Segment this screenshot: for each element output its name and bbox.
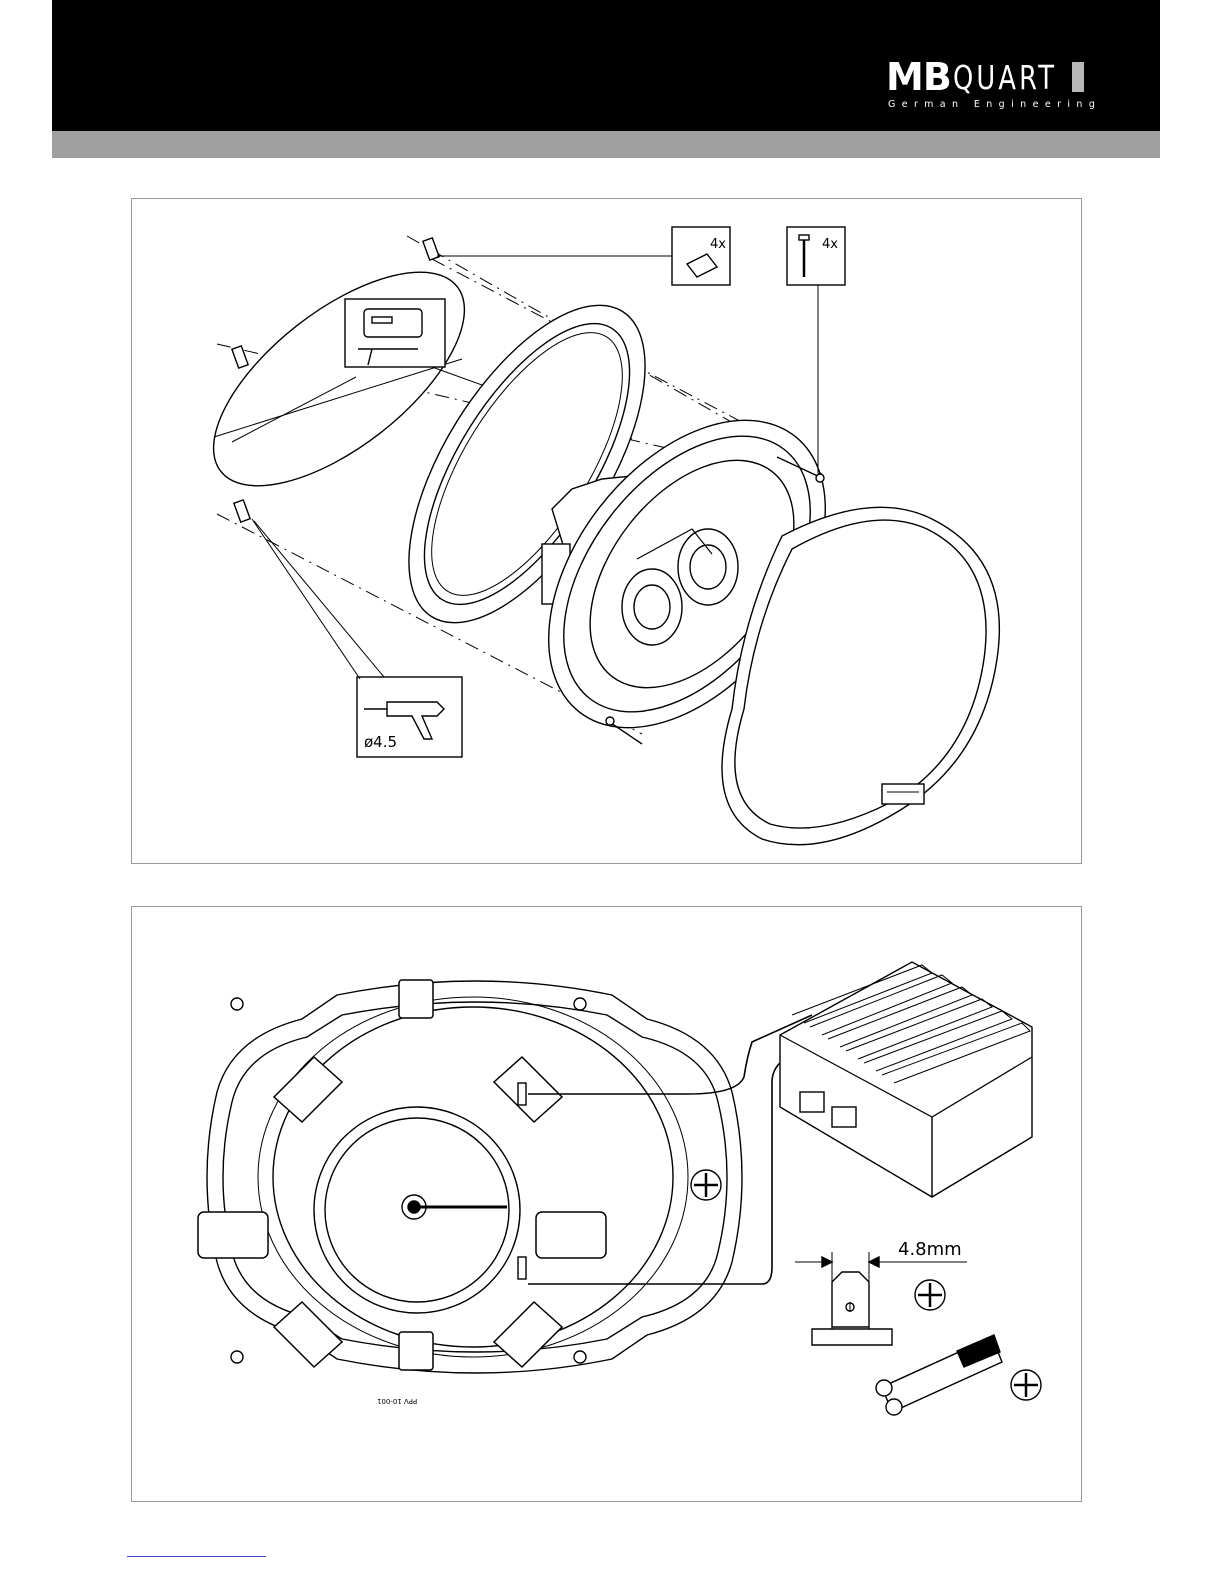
drill-diameter: ø4.5 [364, 735, 397, 750]
installation-diagram-panel: 4x 4x ø4.5 [131, 198, 1082, 864]
header-stripe [52, 131, 1160, 158]
brand-logo: MB QUART German Engineering [886, 57, 1091, 117]
installation-diagram [132, 199, 1081, 863]
clip-inset [437, 227, 730, 285]
logo-quart: QUART [953, 59, 1057, 97]
model-code: PPV 10-001 [377, 1397, 417, 1404]
logo-mb: MB [886, 57, 951, 97]
footer-link-underline [127, 1556, 266, 1557]
wiring-diagram [132, 907, 1081, 1501]
logo-tagline: German Engineering [888, 99, 1101, 110]
clip-quantity: 4x [710, 238, 726, 251]
amplifier [780, 962, 1032, 1197]
terminal-width-label: 4.8mm [898, 1241, 962, 1259]
screw-quantity: 4x [822, 238, 838, 251]
logo-block [1072, 62, 1084, 92]
wiring-diagram-panel: 4.8mm PPV 10-001 [131, 906, 1082, 1502]
speaker-rear-view [198, 980, 742, 1373]
speaker-cable [876, 1335, 1002, 1415]
